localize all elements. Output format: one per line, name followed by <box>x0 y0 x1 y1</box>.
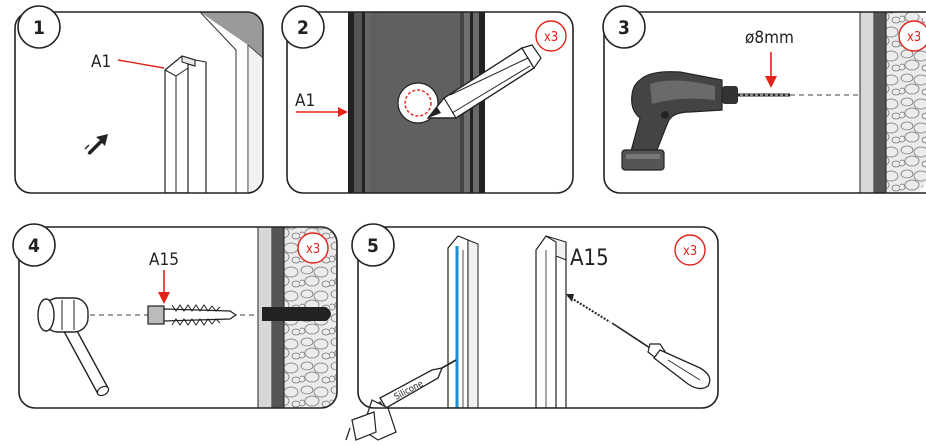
step-4-number-badge <box>12 223 56 267</box>
step-2-panel: A1 x3 2 <box>281 5 574 194</box>
step-3-panel: ø8mm x3 3 <box>602 5 926 194</box>
step-3-number-badge <box>602 5 646 49</box>
a1-arrow-head <box>338 107 348 117</box>
profile-with-silicone <box>447 235 479 408</box>
drill-mark-circle <box>397 82 439 124</box>
step-3-qty: x3 <box>907 30 921 45</box>
screwdriver-icon <box>566 294 711 390</box>
step-2-number-badge <box>281 5 325 49</box>
step-2-qty: x3 <box>544 30 558 45</box>
step-5-part-label: A15 <box>570 246 609 271</box>
step-4-part-label: A15 <box>149 250 179 270</box>
step-4-qty-badge <box>297 232 329 264</box>
wall-plug-icon <box>147 304 238 326</box>
silicone-gun-handle <box>345 399 397 441</box>
step-5-number: 5 <box>367 235 379 257</box>
plug-arrow <box>158 292 170 304</box>
step-1-number-badge <box>17 5 61 49</box>
profile-a15-target <box>535 235 567 408</box>
step-5-panel: Silicone A15 x3 5 <box>345 223 719 441</box>
step-1-panel: A1 1 <box>14 5 264 194</box>
profile-a1 <box>164 55 207 193</box>
a1-leader-line <box>117 59 165 69</box>
hammer-icon <box>37 297 110 397</box>
step-3-qty-badge <box>898 20 926 52</box>
step-3-drill-size: ø8mm <box>745 28 794 48</box>
step-4-number: 4 <box>28 235 40 257</box>
step-4-panel: A15 x3 4 <box>12 223 338 409</box>
motion-arrow-icon <box>84 134 108 155</box>
step-1-number: 1 <box>33 17 45 39</box>
step-2-part-label: A1 <box>295 91 315 111</box>
step-3-number: 3 <box>618 17 630 39</box>
step-5-number-badge <box>351 223 395 267</box>
step-2-number: 2 <box>297 17 309 39</box>
drill-size-arrow <box>765 76 777 88</box>
step-5-qty: x3 <box>683 244 697 259</box>
step-1-part-label: A1 <box>91 52 111 72</box>
step-2-qty-badge <box>535 20 567 52</box>
step-5-qty-badge <box>674 234 706 266</box>
drill-icon <box>621 71 790 171</box>
step-4-qty: x3 <box>306 242 320 257</box>
pencil-icon <box>426 44 542 119</box>
